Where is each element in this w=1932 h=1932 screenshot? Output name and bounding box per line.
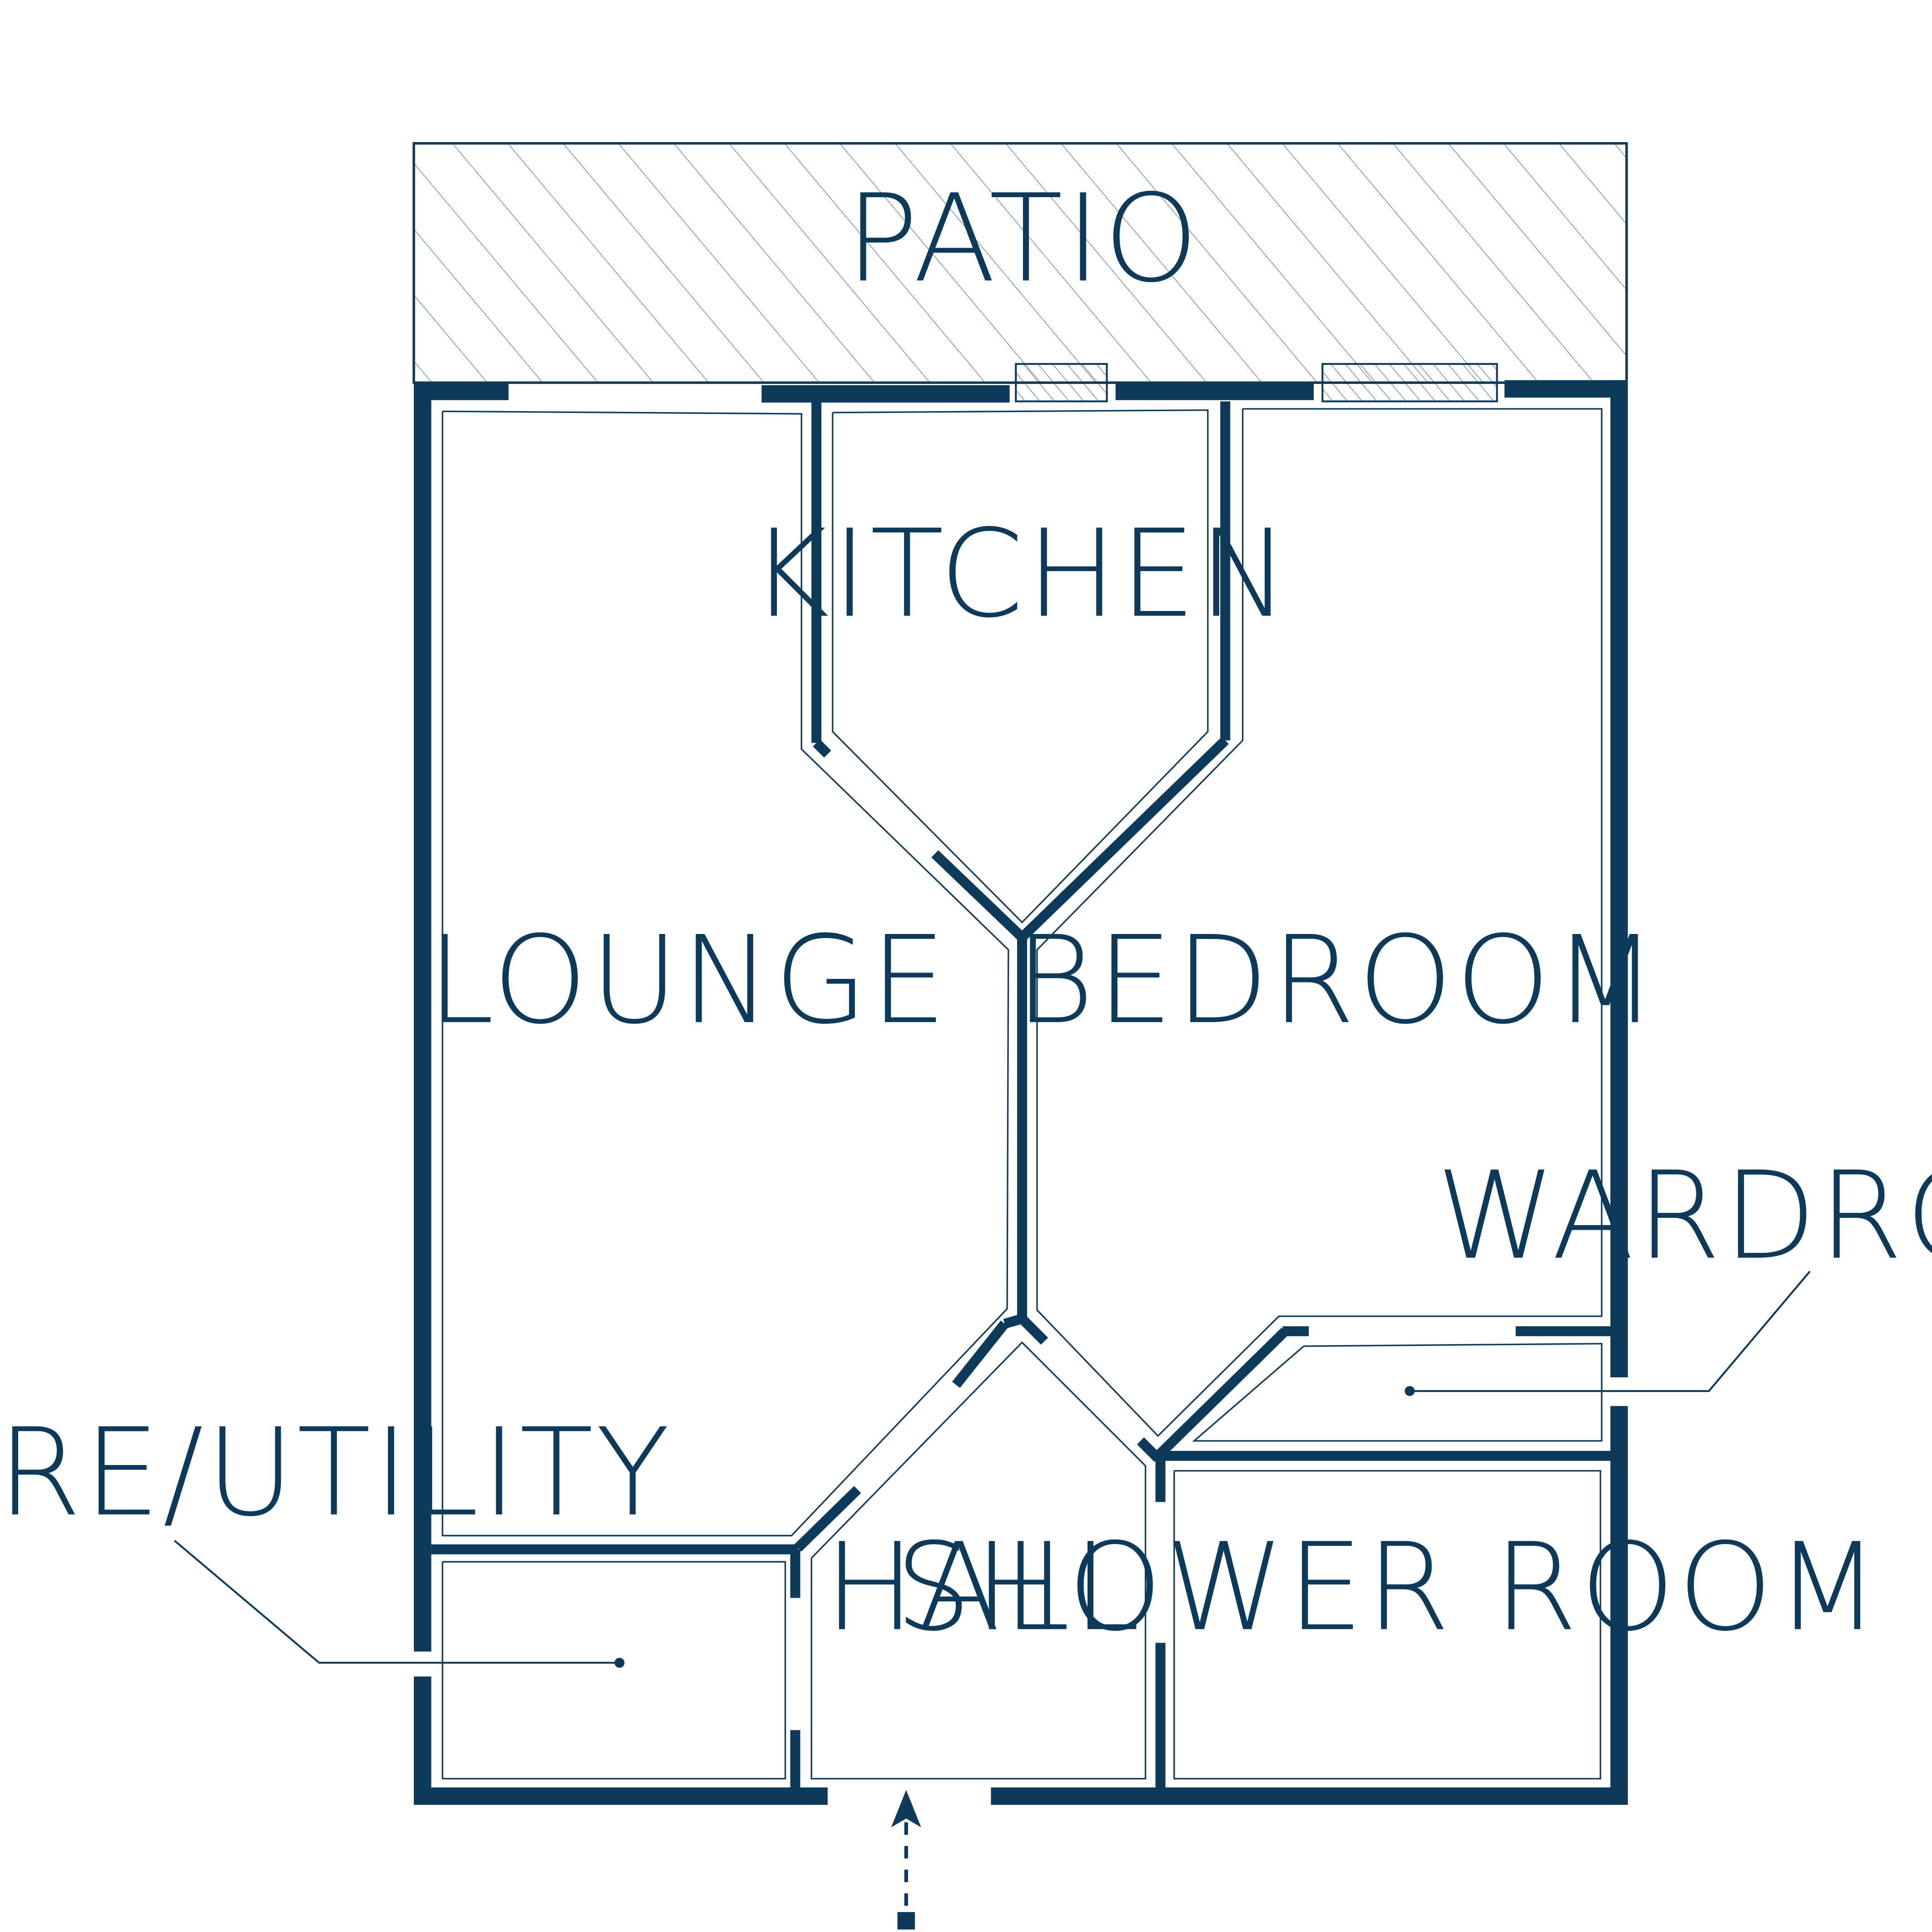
kitchen-window xyxy=(1015,363,1108,402)
store-utility-leader-dot xyxy=(614,1658,625,1668)
store-outline xyxy=(442,1561,786,1780)
lounge-label: LOUNGE xyxy=(427,910,949,1051)
room-outlines xyxy=(442,408,1603,1780)
bedroom-outline xyxy=(1036,408,1603,1437)
patio-label: PATIO xyxy=(845,168,1201,309)
exterior-walls xyxy=(413,380,1628,1805)
bedroom-window xyxy=(1321,363,1498,402)
shower-room-label: SHOWER ROOM xyxy=(895,1517,1882,1658)
kitchen-outline xyxy=(832,409,1209,924)
wardrobe-label: WARDROBE xyxy=(1436,1146,1932,1286)
kitchen-label: KITCHEN xyxy=(750,503,1291,644)
patio-windows xyxy=(1015,363,1498,402)
wardrobe-leader-line xyxy=(1410,1271,1811,1392)
wardrobe-outline xyxy=(1192,1343,1603,1442)
store-utility-leader-line xyxy=(174,1540,620,1664)
entrance-arrow-icon xyxy=(891,1790,921,1930)
wardrobe-callout: WARDROBE xyxy=(1405,1146,1932,1396)
patio xyxy=(412,142,1628,384)
hall-outline xyxy=(810,1341,1147,1780)
interior-walls xyxy=(431,401,1616,1791)
shower-room-outline xyxy=(1173,1470,1601,1780)
room-labels: PATIO KITCHEN LOUNGE BEDROOM HALL SHOWER… xyxy=(427,168,1882,1658)
store-utility-callout: STORE/UTILITY xyxy=(0,1402,672,1668)
hall-label: HALL xyxy=(824,1517,1143,1658)
bedroom-label: BEDROOM xyxy=(1015,910,1660,1051)
store-utility-label: STORE/UTILITY xyxy=(0,1402,672,1543)
lounge-outline xyxy=(442,410,1009,1537)
wardrobe-leader-dot xyxy=(1405,1386,1415,1396)
